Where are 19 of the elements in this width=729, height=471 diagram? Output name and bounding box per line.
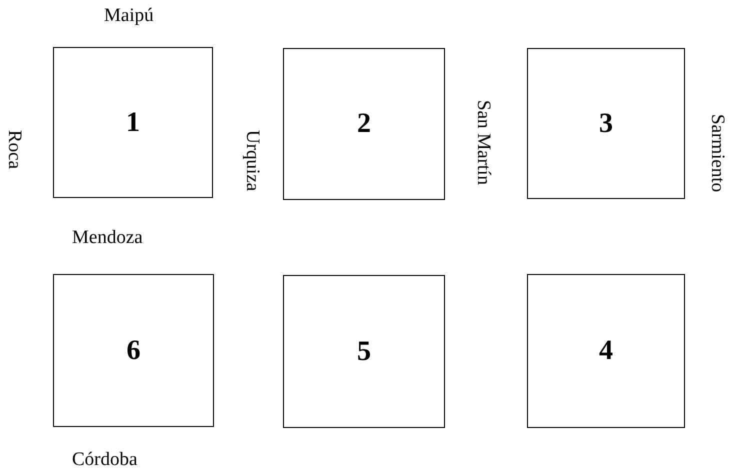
- block-box: [53, 274, 214, 427]
- block-number: 6: [126, 336, 140, 364]
- block-box: [283, 275, 445, 428]
- block-number: 3: [599, 110, 613, 138]
- block-box: [527, 48, 685, 199]
- street-label: Maipú: [104, 6, 154, 25]
- street-label: Urquiza: [243, 130, 262, 192]
- street-label: San Martín: [474, 100, 493, 185]
- block-number: 4: [599, 337, 613, 365]
- block-number: 5: [357, 338, 371, 366]
- street-label: Córdoba: [72, 450, 138, 469]
- street-label: Sarmiento: [708, 114, 727, 192]
- block-number: 2: [357, 110, 371, 138]
- street-label: Mendoza: [72, 228, 143, 247]
- block-box: [53, 47, 213, 198]
- block-box: [527, 274, 685, 428]
- block-box: [283, 48, 445, 200]
- block-number: 1: [126, 108, 140, 136]
- street-label: Roca: [5, 130, 24, 170]
